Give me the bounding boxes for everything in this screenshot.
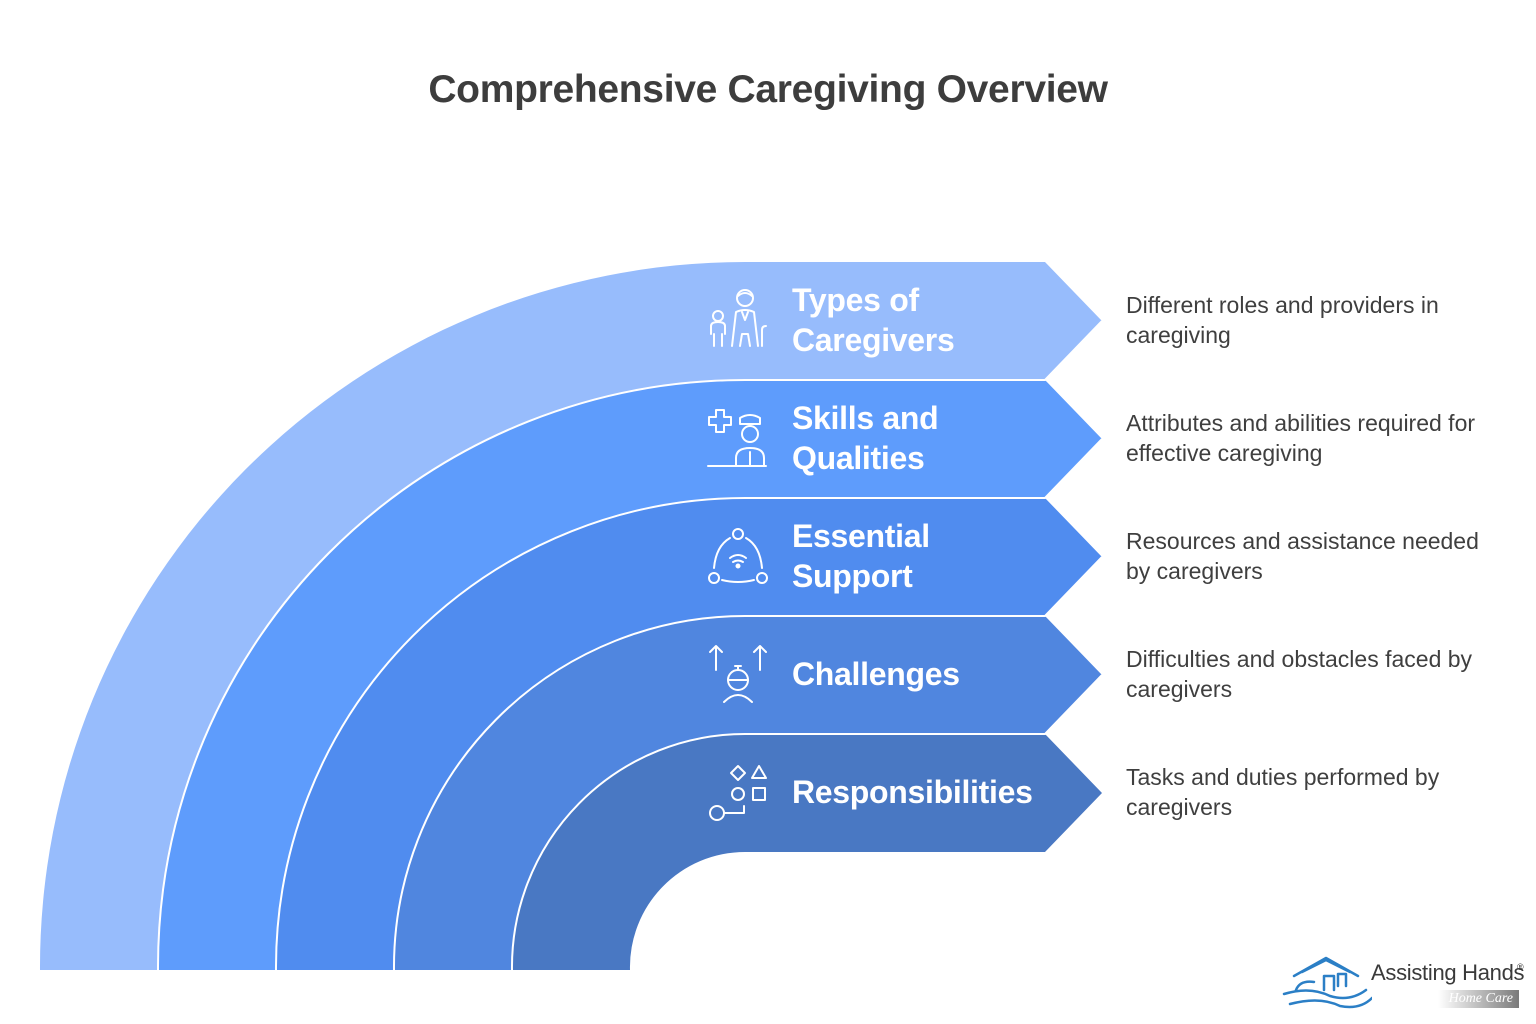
label-essential-support: Essential Support: [792, 518, 930, 594]
page-title: Comprehensive Caregiving Overview: [428, 68, 1108, 111]
description-challenges: Difficulties and obstacles faced by care…: [1126, 646, 1473, 702]
label-types-of-caregivers: Types of Caregivers: [792, 282, 955, 358]
shapes-tasks-icon: [709, 765, 767, 821]
logo-name: Assisting Hands: [1371, 960, 1525, 985]
description-skills-and-qualities: Attributes and abilities required for ef…: [1126, 410, 1476, 466]
label-challenges: Challenges: [792, 656, 960, 692]
label-responsibilities: Responsibilities: [792, 774, 1033, 810]
band-types-of-caregivers: [39, 262, 1102, 970]
support-network-icon: [708, 528, 768, 584]
house-hand-logo-icon: [1282, 956, 1374, 1009]
band-responsibilities: [511, 733, 1102, 970]
description-types-of-caregivers: Different roles and providers in caregiv…: [1126, 292, 1439, 348]
logo-tagline: Home Care: [1372, 990, 1519, 1008]
band-challenges: [393, 616, 1102, 970]
description-responsibilities: Tasks and duties performed by caregivers: [1126, 764, 1440, 820]
label-skills-and-qualities: Skills and Qualities: [792, 400, 939, 476]
caregiver-family-icon: [710, 289, 767, 347]
band-skills-and-qualities: [157, 379, 1102, 970]
person-up-arrows-icon: [709, 645, 767, 703]
description-essential-support: Resources and assistance needed by careg…: [1126, 528, 1479, 584]
logo-registered-mark: ®: [1517, 962, 1524, 972]
nurse-medical-cross-icon: [707, 409, 767, 467]
